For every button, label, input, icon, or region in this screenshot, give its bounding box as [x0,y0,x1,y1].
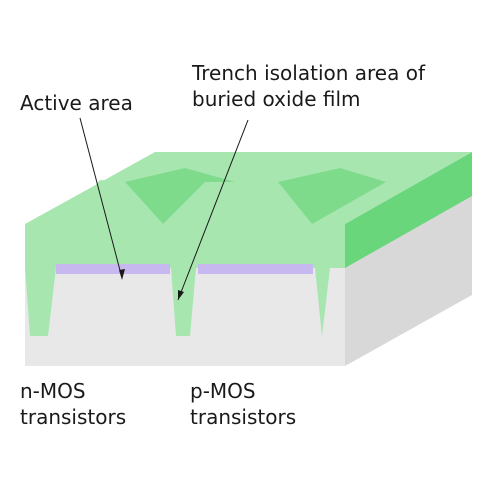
nmos-label-line-1: n-MOS [20,379,86,403]
active-recess-right [278,168,386,224]
leader-arrow-trench [178,290,184,300]
trench-isolation-label: Trench isolation area of buried oxide fi… [192,60,425,112]
active-label-line-1: Active area [20,91,133,115]
leader-arrow-active [119,269,125,280]
nmos-label: n-MOS transistors [20,378,126,430]
pmos-label-line-2: transistors [190,405,297,429]
nmos-label-line-2: transistors [20,405,127,429]
trench-label-line-2: buried oxide film [192,87,361,111]
oxide-front-face [25,180,345,336]
pmos-label-line-1: p-MOS [190,379,256,403]
oxide-side-face [345,152,472,268]
leader-line-trench [177,119,249,301]
trench-label-line-1: Trench isolation area of [192,61,425,85]
pmos-label: p-MOS transistors [190,378,296,430]
active-layer-left [56,264,170,274]
active-area-label: Active area [20,90,133,116]
active-layer-right [198,264,313,274]
leader-line-active [79,117,123,279]
